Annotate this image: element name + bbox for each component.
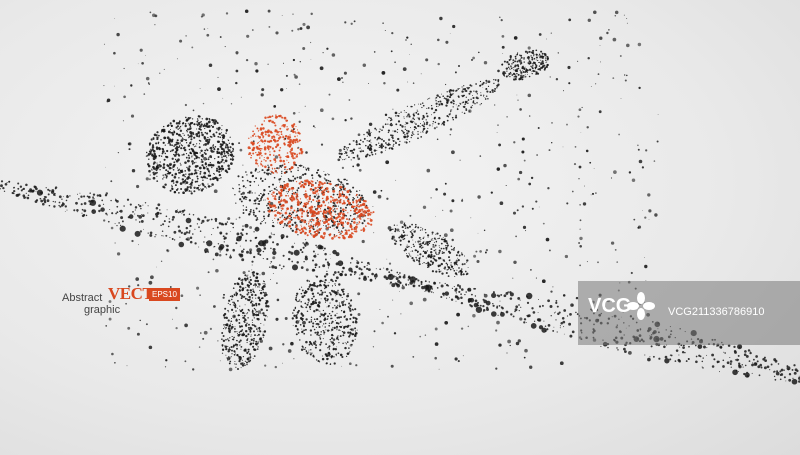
eps-badge: EPS10 (149, 288, 180, 301)
watermark-id: VCG211336786910 (668, 306, 765, 318)
abstract-text: Abstract (62, 292, 103, 304)
graphic-text: graphic (84, 304, 121, 316)
orange-particles (247, 114, 375, 240)
watermark-logo: VCG (588, 295, 632, 317)
flower-icon (627, 292, 655, 320)
watermark: VCG VCG211336786910 (578, 281, 800, 345)
